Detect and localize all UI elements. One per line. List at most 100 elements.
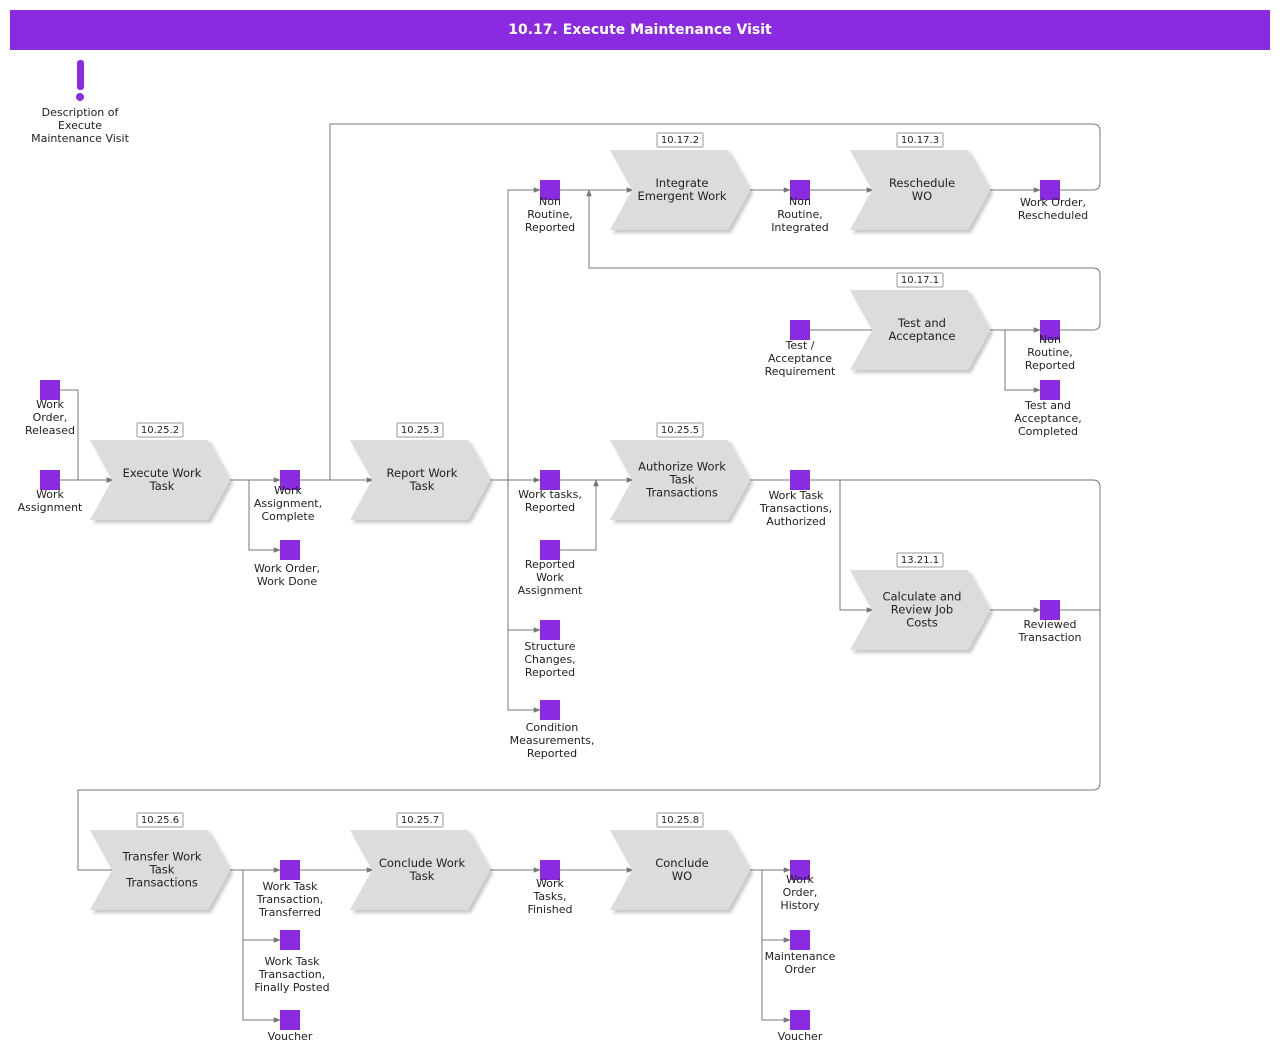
event-label: Reported xyxy=(525,558,575,571)
event-label: Transaction xyxy=(1018,631,1082,644)
process-id: 10.17.3 xyxy=(901,135,939,146)
event-label: Routine, xyxy=(777,208,822,221)
connector xyxy=(507,480,541,713)
process-label: Task xyxy=(669,473,695,487)
process-id: 13.21.1 xyxy=(901,555,939,566)
event-label: Non xyxy=(789,195,811,208)
event-square xyxy=(540,540,560,560)
connector xyxy=(507,187,541,480)
event-label: Assignment, xyxy=(254,497,322,510)
event-label: Work Order, xyxy=(254,562,320,575)
event-label: Work xyxy=(536,571,564,584)
connector xyxy=(329,123,1101,480)
connector xyxy=(761,870,791,1023)
process-label: Conclude xyxy=(655,856,709,870)
process-label: Transactions xyxy=(125,876,198,890)
event-label: Rescheduled xyxy=(1018,209,1088,222)
event-square xyxy=(1040,380,1060,400)
process-label: Execute Work xyxy=(123,466,202,480)
note-label: Description of xyxy=(42,106,120,119)
process-shape xyxy=(850,150,990,230)
event-label: Requirement xyxy=(765,365,836,378)
event-label: Authorized xyxy=(766,515,826,528)
process-id: 10.25.3 xyxy=(401,425,439,436)
process-label: Task xyxy=(409,869,435,883)
event-label: Reported xyxy=(527,747,577,760)
event-label: Routine, xyxy=(527,208,572,221)
process-label: Test and xyxy=(897,316,946,330)
event-square xyxy=(790,1010,810,1030)
process-shape xyxy=(850,290,990,370)
event-label: Transaction, xyxy=(256,893,323,906)
event-label: Acceptance, xyxy=(1014,412,1082,425)
event-label: Non xyxy=(539,195,561,208)
event-label: Work xyxy=(536,877,564,890)
connector xyxy=(1004,330,1041,393)
event-voucher-2[interactable]: Voucher xyxy=(778,1010,823,1043)
process-id-box xyxy=(896,552,944,568)
event-work-tasks-reported[interactable]: Work tasks,Reported xyxy=(518,470,582,514)
event-square xyxy=(790,180,810,200)
event-label: Work Task xyxy=(768,489,824,502)
process-id-box xyxy=(896,132,944,148)
event-square xyxy=(280,860,300,880)
event-label: Work xyxy=(786,873,814,886)
event-square xyxy=(540,470,560,490)
event-label: Order, xyxy=(783,886,818,899)
process-id: 10.17.2 xyxy=(661,135,699,146)
process-label: Acceptance xyxy=(889,329,956,343)
process-shape xyxy=(610,150,750,230)
event-square xyxy=(1040,180,1060,200)
event-work-order-work-done[interactable]: Work Order,Work Done xyxy=(254,540,320,588)
event-square xyxy=(540,180,560,200)
process-label: Task xyxy=(409,479,435,493)
event-work-order-rescheduled[interactable]: Work Order,Rescheduled xyxy=(1018,180,1088,222)
process-label: Transfer Work xyxy=(121,850,201,864)
event-label: Assignment xyxy=(18,501,83,514)
process-label: Reschedule xyxy=(889,176,955,190)
event-square xyxy=(40,380,60,400)
process-id-box xyxy=(136,422,184,438)
event-label: Test / xyxy=(785,339,815,352)
event-label: Released xyxy=(25,424,75,437)
event-label: Order, xyxy=(33,411,68,424)
event-label: Work xyxy=(36,488,64,501)
process-label: Review Job xyxy=(891,603,953,617)
connector xyxy=(242,870,281,1023)
event-label: Measurements, xyxy=(510,734,595,747)
event-label: Reported xyxy=(525,501,575,514)
event-label: Routine, xyxy=(1027,346,1072,359)
event-voucher-1[interactable]: Voucher xyxy=(268,1010,313,1043)
event-label: History xyxy=(780,899,820,912)
